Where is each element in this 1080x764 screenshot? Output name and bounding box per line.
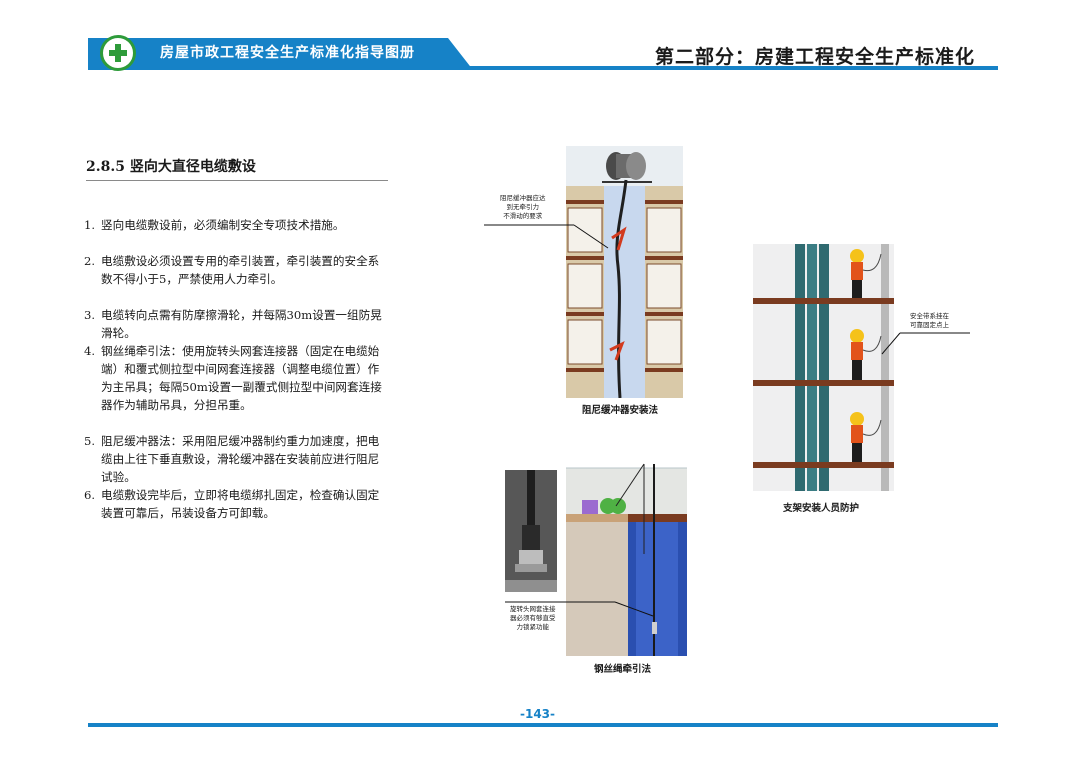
footer-rule: [88, 723, 998, 727]
wire-rope-shaft-illustration: [566, 434, 687, 656]
list-item: 1. 竖向电缆敷设前，必须编制安全专项技术措施。: [84, 218, 345, 232]
damper-shaft-illustration: [566, 146, 683, 398]
wire-rope-leader-line: [505, 601, 654, 617]
header-band: [88, 38, 473, 70]
list-item: 2. 电缆敷设必须设置专用的牵引装置，牵引装置的安全系数不得小于5，严禁使用人力…: [84, 254, 380, 286]
damper-annotation: 阻尼缓冲器应达 到无牵引力 不滑动的要求: [500, 194, 546, 220]
bracket-caption: 支架安装人员防护: [783, 503, 860, 514]
bracket-protection-figure: [753, 244, 894, 491]
list-item: 4. 钢丝绳牵引法：使用旋转头网套连接器（固定在电缆始端）和覆式侧拉型中间网套连…: [84, 344, 382, 412]
wire-rope-annotation: 旋转头网套连接 器必须有够直受 力锁紧功能: [510, 605, 556, 631]
wire-rope-caption: 钢丝绳牵引法: [594, 664, 652, 675]
list-item: 3. 电缆转向点需有防摩擦滑轮，并每隔30m设置一组防晃滑轮。: [84, 308, 382, 340]
header-rule: [88, 66, 998, 70]
connector-photo: [505, 470, 557, 592]
safety-cross-icon: [100, 35, 136, 71]
section-title: 2.8.5 竖向大直径电缆敷设: [86, 159, 256, 175]
damper-leader-line: [484, 224, 609, 249]
bracket-annotation: 安全带系挂在 可靠固定点上: [910, 312, 949, 329]
page-number: -143-: [520, 707, 556, 721]
damper-method-figure: [566, 146, 683, 398]
section-divider: [86, 180, 388, 181]
part-title: 第二部分：房建工程安全生产标准化: [655, 46, 976, 68]
damper-caption: 阻尼缓冲器安装法: [582, 405, 659, 416]
book-title: 房屋市政工程安全生产标准化指导图册: [160, 45, 415, 61]
list-item: 5. 阻尼缓冲器法：采用阻尼缓冲器制约重力加速度，把电缆由上往下垂直敷设，滑轮缓…: [84, 434, 380, 484]
list-item: 6. 电缆敷设完毕后，立即将电缆绑扎固定，检查确认固定装置可靠后，吊装设备方可卸…: [84, 488, 380, 520]
bracket-worker-illustration: [753, 244, 894, 491]
swivel-connector-photo: [505, 470, 557, 592]
bracket-leader-line: [881, 332, 970, 355]
wire-rope-figure: [566, 434, 687, 656]
requirements-list: 1. 竖向电缆敷设前，必须编制安全专项技术措施。 2. 电缆敷设必须设置专用的牵…: [84, 216, 390, 522]
